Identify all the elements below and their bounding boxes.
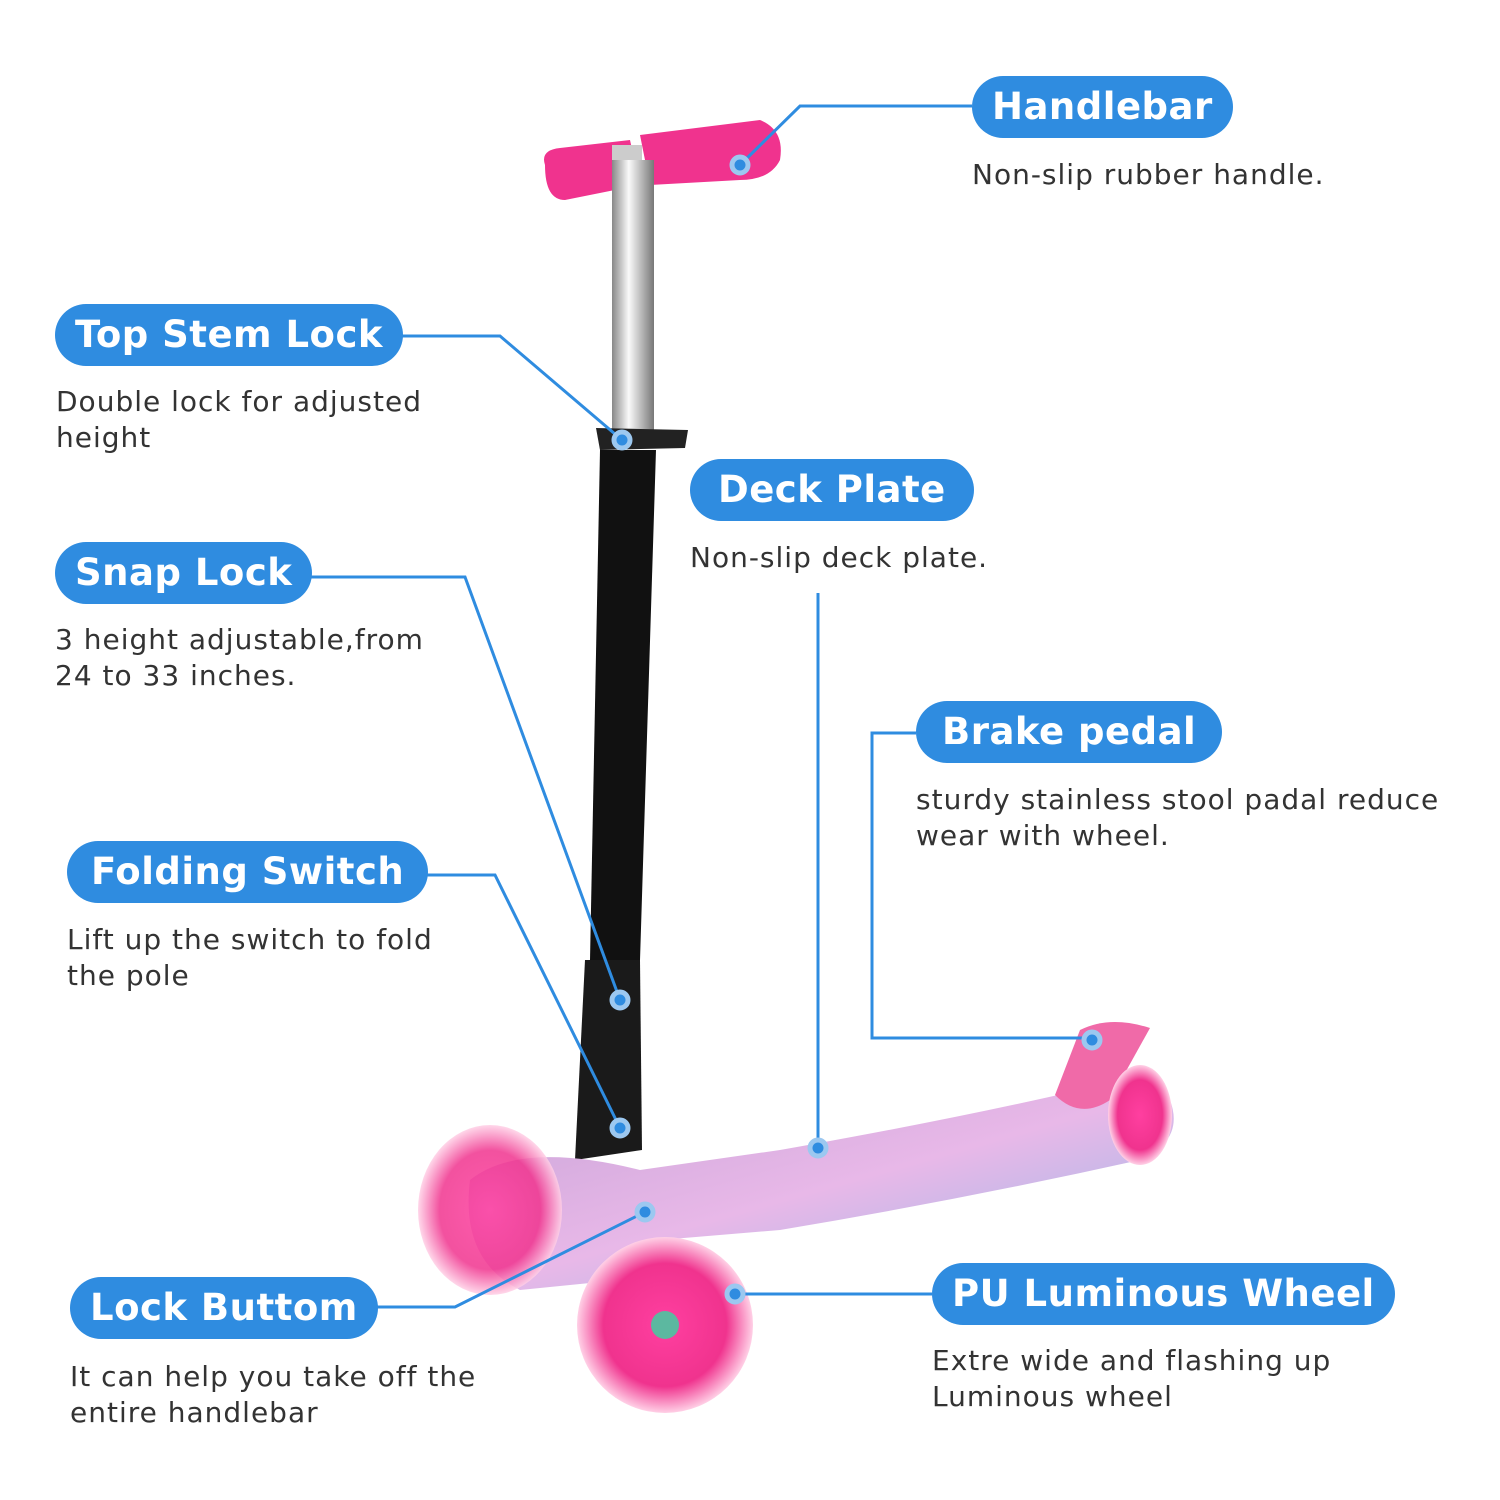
fold-joint xyxy=(575,960,642,1160)
rear-wheel xyxy=(1108,1065,1172,1165)
brake-pedal-label: Brake pedal xyxy=(916,701,1223,763)
snap-lock-label: Snap Lock xyxy=(55,542,313,604)
deck-plate-label: Deck Plate xyxy=(690,459,974,521)
handlebar-desc: Non-slip rubber handle. xyxy=(972,158,1325,191)
deck-plate-desc: Non-slip deck plate. xyxy=(690,541,989,574)
handlebar-label: Handlebar xyxy=(972,76,1233,138)
top-stem-lock-label: Top Stem Lock xyxy=(55,304,404,366)
folding-switch-label: Folding Switch xyxy=(67,841,429,903)
wheel-label: PU Luminous Wheel xyxy=(932,1263,1395,1325)
upper-stem xyxy=(612,160,654,430)
brake-pedal xyxy=(1055,1021,1150,1109)
leader-lines xyxy=(293,104,1092,1309)
leader-dots xyxy=(609,154,1103,1305)
front-left-wheel xyxy=(418,1125,562,1295)
lock-button-label: Lock Buttom xyxy=(70,1277,378,1339)
wheel-hub xyxy=(651,1311,679,1339)
lower-stem xyxy=(590,450,656,960)
deck xyxy=(468,1090,1174,1290)
